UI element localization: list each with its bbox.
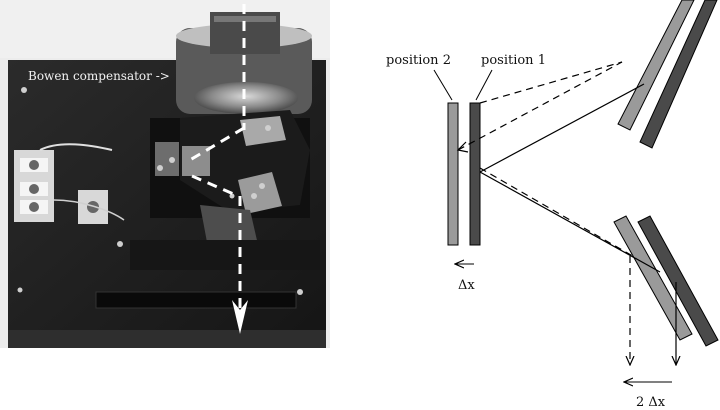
lens-housing <box>176 12 312 114</box>
lower-slot <box>95 291 297 309</box>
label-position-2: position 2 <box>386 53 451 68</box>
lower-mirror-position-1 <box>637 215 719 347</box>
photo-caption: Bowen compensator -> <box>28 69 170 83</box>
upper-mirror-position-2 <box>617 0 695 131</box>
photo-beam-path <box>189 4 246 330</box>
lower-mirror-position-2 <box>613 215 693 341</box>
screws <box>17 87 303 295</box>
photo-beam-arrowhead <box>232 300 248 334</box>
beam-arrow-position-2 <box>456 141 469 153</box>
schematic: position 2 position 1 Δx 2 Δx <box>386 0 719 410</box>
label-position-1: position 1 <box>481 53 546 68</box>
leader-position-2 <box>433 69 453 101</box>
instrument-photo: Bowen compensator -> <box>0 0 330 348</box>
mirror-position-1 <box>469 102 481 246</box>
leader-position-1 <box>475 69 493 101</box>
label-two-delta-x: 2 Δx <box>636 395 666 410</box>
label-delta-x: Δx <box>458 278 475 293</box>
bottom-strip <box>8 330 326 348</box>
beam-position-2 <box>457 61 637 365</box>
lower-rail <box>130 240 320 270</box>
terminal-blocks <box>14 143 125 224</box>
mirror-position-2 <box>447 102 459 246</box>
beam-position-1 <box>479 83 676 365</box>
upper-mirror-position-1 <box>639 0 718 149</box>
